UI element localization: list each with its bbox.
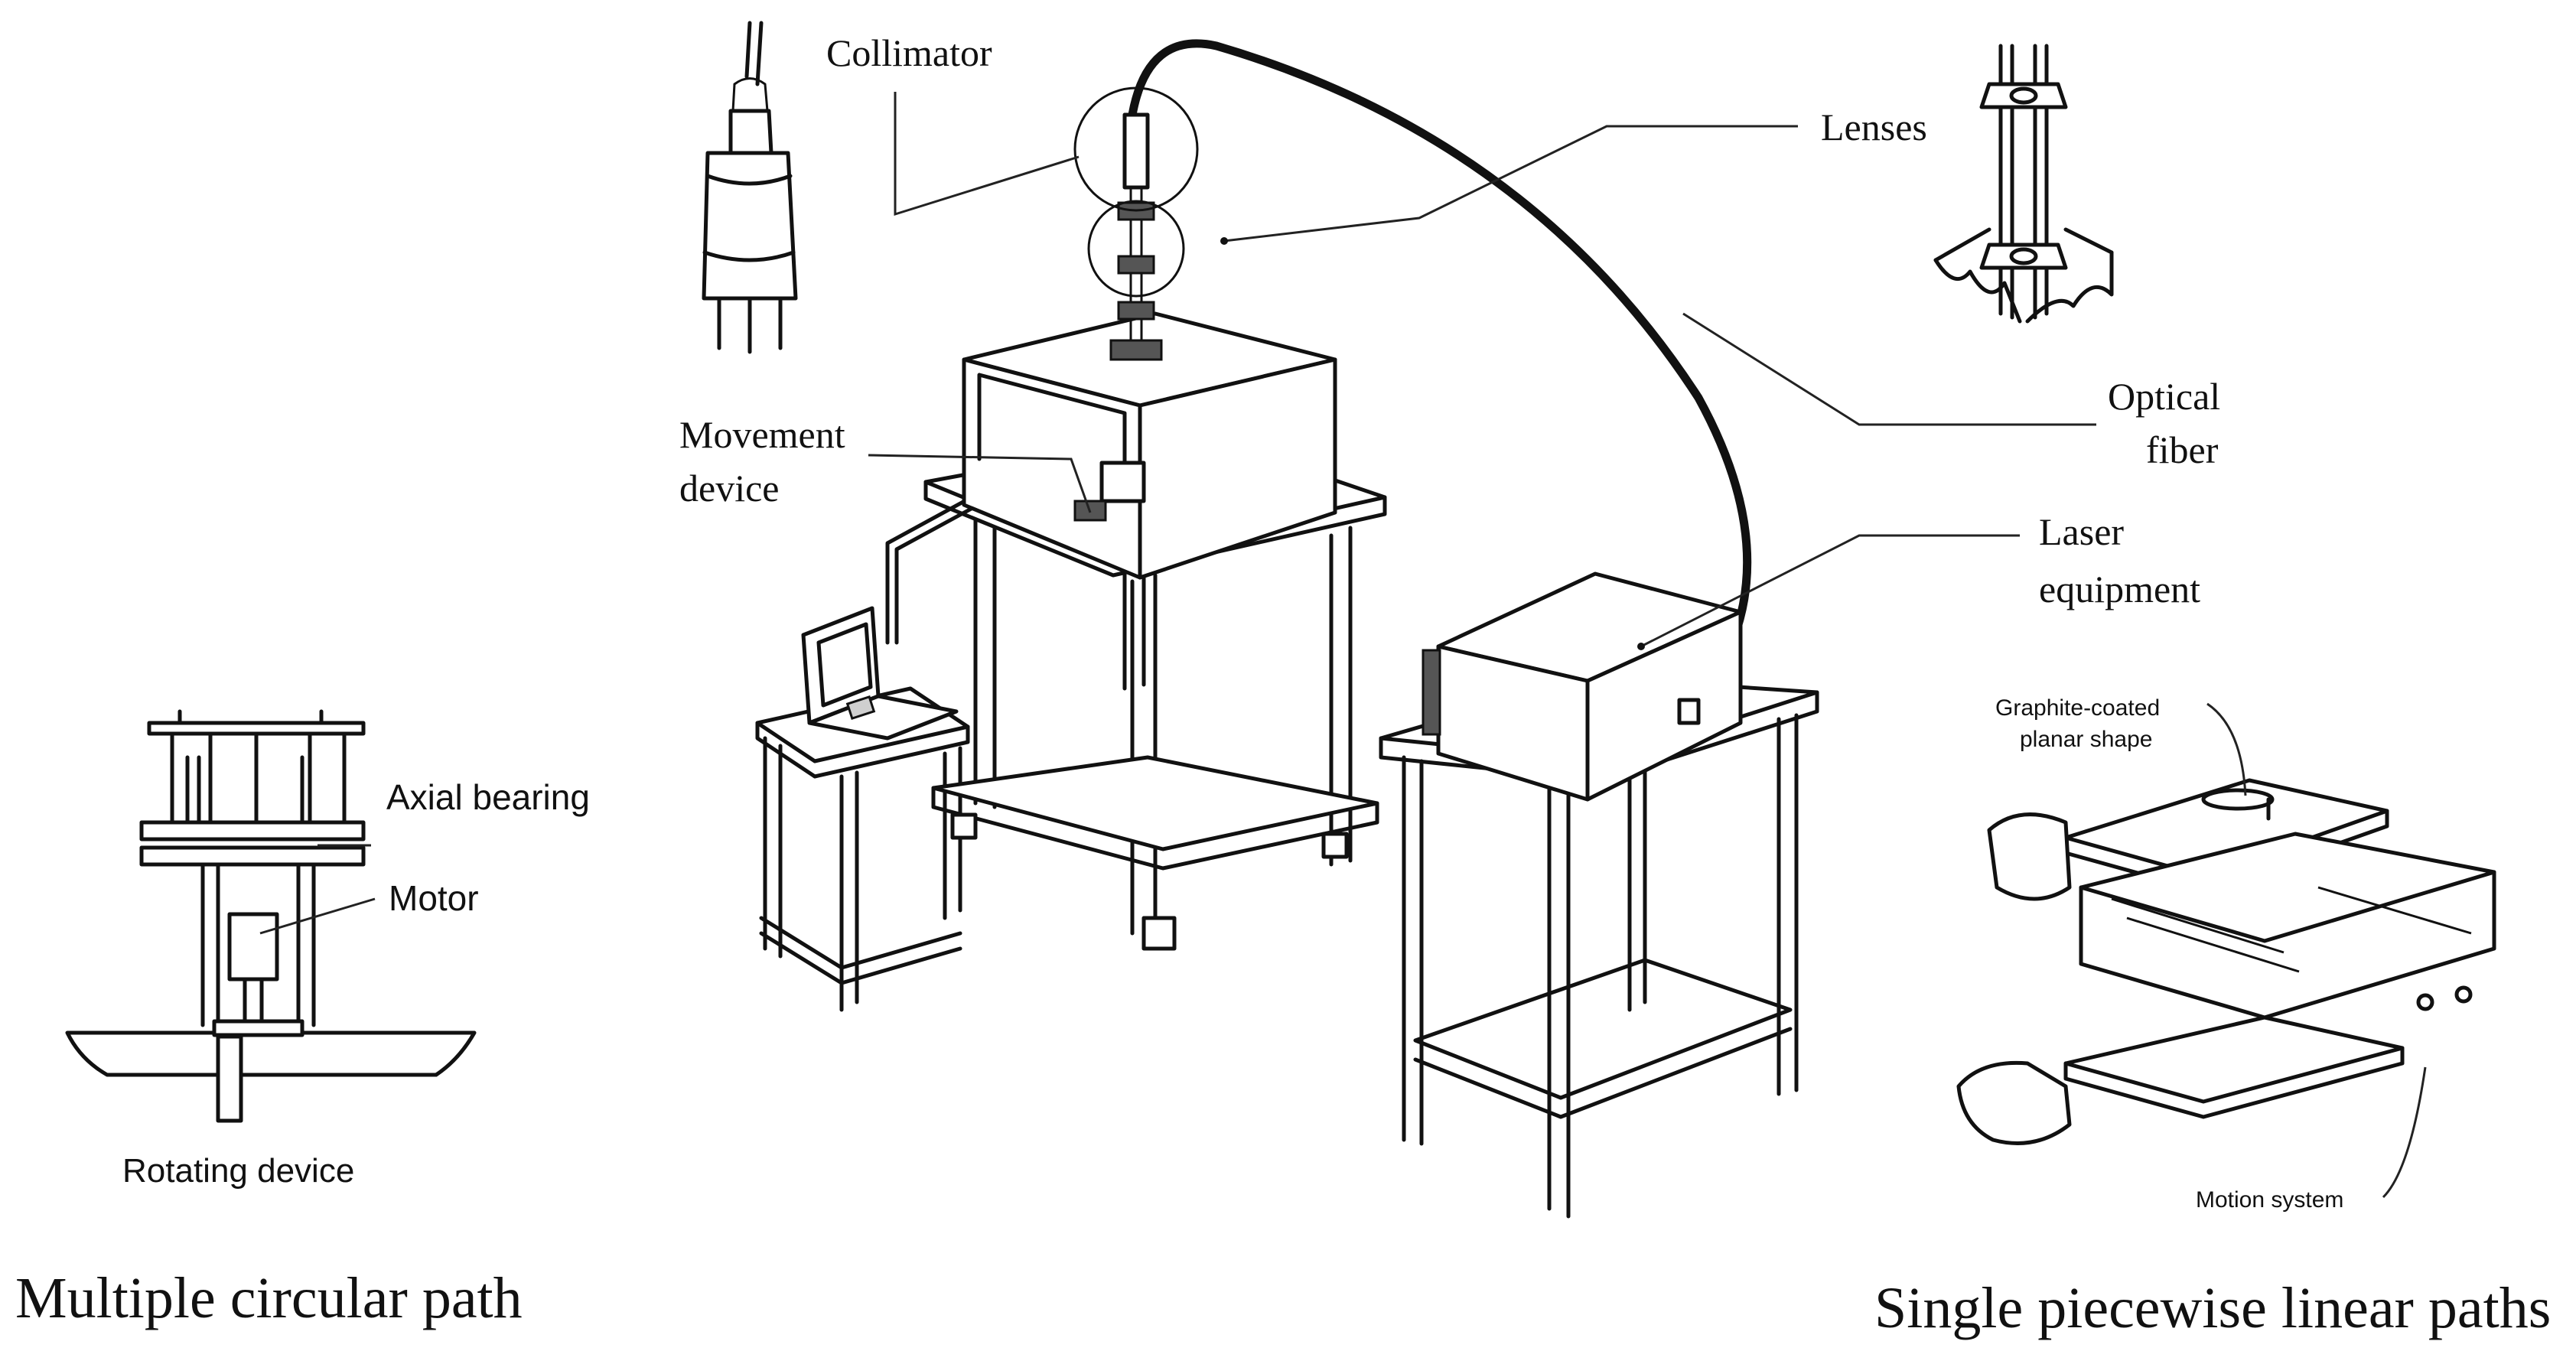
collimator-highlight (1073, 86, 1199, 212)
label-optical-fiber-2: fiber (2146, 428, 2219, 471)
label-laser-equipment-1: Laser (2039, 510, 2124, 553)
rotating-device (65, 709, 477, 1123)
leader-optical-fiber (1682, 312, 2096, 426)
label-rotating-device: Rotating device (122, 1152, 354, 1190)
collimator-detail (702, 21, 798, 354)
leader-motion-system (2382, 1066, 2427, 1199)
label-axial-bearing: Axial bearing (386, 777, 590, 817)
leader-graphite (2206, 702, 2247, 796)
label-lenses: Lenses (1821, 106, 1927, 148)
caption-left: Multiple circular path (15, 1266, 523, 1330)
laptop (801, 606, 959, 741)
label-motor: Motor (389, 878, 479, 918)
enclosure-box (962, 311, 1337, 580)
lenses-highlight (1087, 200, 1185, 298)
label-collimator: Collimator (826, 31, 992, 74)
label-graphite-2: planar shape (2020, 727, 2152, 752)
label-optical-fiber-1: Optical (2108, 375, 2220, 418)
label-movement-device-1: Movement (679, 413, 845, 456)
leader-movement-device (868, 454, 1092, 513)
label-motion-system: Motion system (2196, 1187, 2343, 1213)
caption-right: Single piecewise linear paths (1874, 1276, 2551, 1340)
motion-system (1956, 702, 2496, 1199)
optical-fiber-cable (1128, 39, 1752, 716)
leader-motor (259, 897, 376, 935)
leader-lenses (1223, 125, 1798, 243)
label-graphite-1: Graphite-coated (1995, 695, 2160, 721)
leader-collimator (894, 92, 1080, 216)
label-movement-device-2: device (679, 467, 779, 509)
collimator-lens-assembly (1073, 86, 1199, 361)
laser-box (1422, 571, 1743, 802)
laptop-table (755, 686, 970, 1012)
label-laser-equipment-2: equipment (2039, 568, 2200, 610)
lens-rod-detail (1933, 44, 2114, 324)
leader-laser-equipment (1640, 534, 2020, 648)
